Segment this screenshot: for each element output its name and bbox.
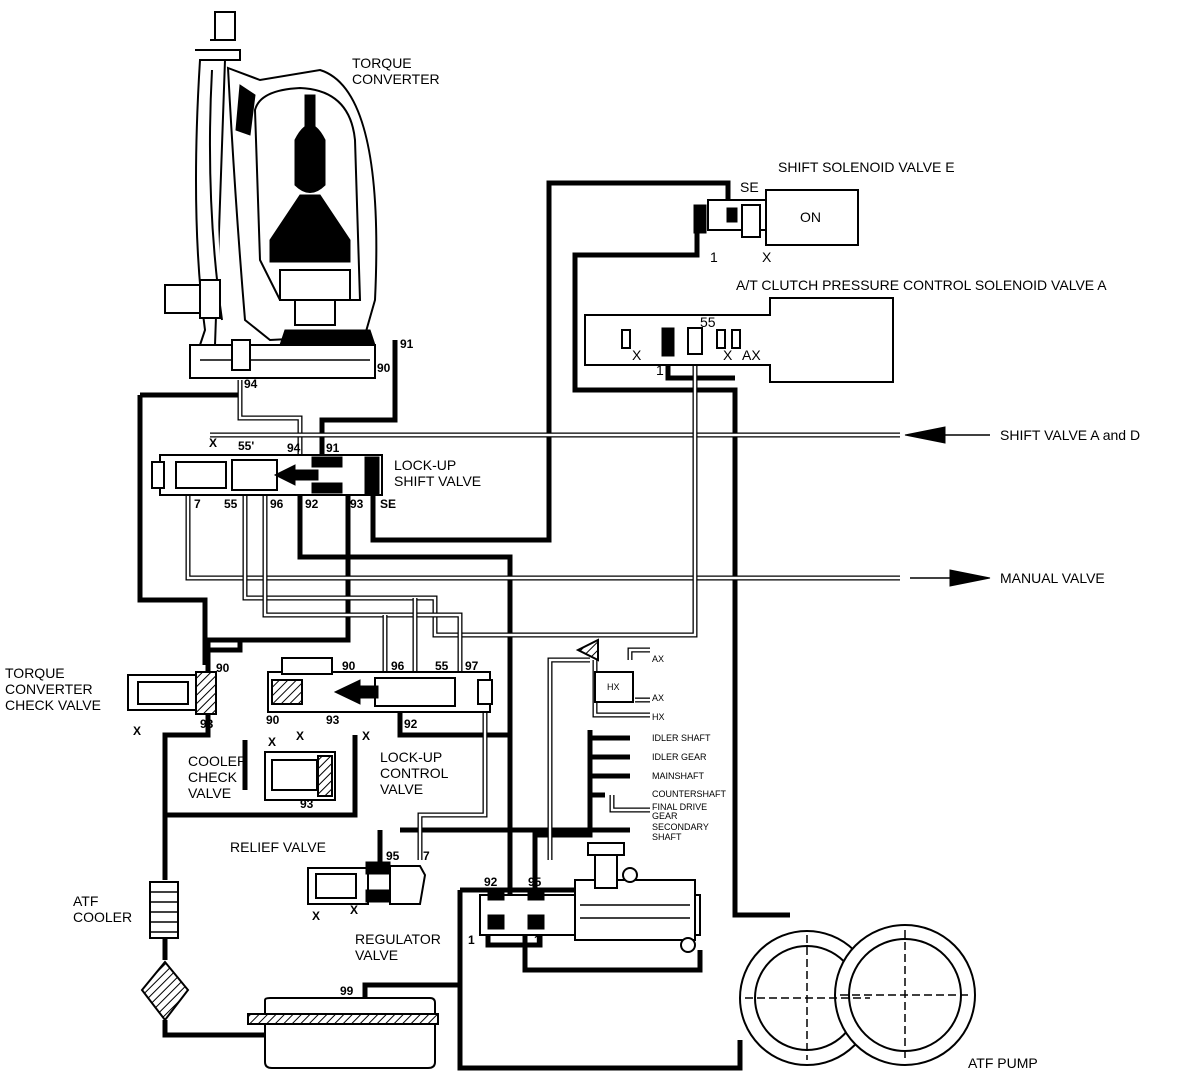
regulator-valve: [479, 842, 701, 953]
lube-idler-gear: IDLER GEAR: [652, 752, 707, 762]
port-91-lus: 91: [326, 441, 340, 455]
port-92-luc: 92: [404, 717, 418, 731]
port-93-lus: 93: [350, 497, 364, 511]
port-x-solenoid-a2: X: [723, 347, 733, 363]
label-tccv-2: CONVERTER: [5, 681, 93, 697]
label-shift-solenoid-e: SHIFT SOLENOID VALVE E: [778, 159, 955, 175]
port-90-luc: 90: [342, 659, 356, 673]
lube-final-drive: FINAL DRIVE: [652, 802, 707, 812]
label-manual-valve: MANUAL VALVE: [1000, 570, 1105, 586]
label-torque: TORQUE: [352, 55, 412, 71]
label-clutch-solenoid-a: A/T CLUTCH PRESSURE CONTROL SOLENOID VAL…: [736, 277, 1107, 293]
lube-hx-1: HX: [607, 682, 620, 692]
port-x-tccv: X: [133, 724, 141, 738]
port-96-luc: 96: [391, 659, 405, 673]
torque-converter-check-valve: [127, 671, 217, 715]
label-converter: CONVERTER: [352, 71, 440, 87]
lubrication-tree: [575, 638, 634, 703]
relief-valve: [307, 861, 427, 905]
lube-secondary-shaft: SHAFT: [652, 832, 682, 842]
label-atf-pump: ATF PUMP: [968, 1055, 1038, 1071]
port-1-solenoid: 1: [710, 249, 718, 265]
clutch-pressure-solenoid-a: [584, 297, 894, 383]
port-55p: 55': [238, 439, 254, 453]
lube-hx-2: HX: [652, 712, 665, 722]
port-x-ccv: X: [268, 735, 276, 749]
torque-converter-label: TORQUE CONVERTER: [352, 55, 440, 87]
lockup-shift-valve: [151, 454, 383, 496]
atf-filter: [140, 960, 190, 1022]
label-lockup: LOCK-UP: [394, 457, 456, 473]
port-90-tc: 90: [377, 361, 391, 375]
port-96-lus: 96: [270, 497, 284, 511]
port-94-lus: 94: [287, 441, 301, 455]
port-se-solenoid: SE: [740, 179, 759, 195]
pressure-lines: [137, 180, 790, 1071]
lube-countershaft: COUNTERSHAFT: [652, 789, 727, 799]
label-ccv-3: VALVE: [188, 785, 231, 801]
port-55-luc: 55: [435, 659, 449, 673]
port-x-lus: X: [209, 436, 217, 450]
port-91-tc: 91: [400, 337, 414, 351]
label-solenoid-on: ON: [800, 209, 821, 225]
label-ccv-1: COOLER: [188, 753, 247, 769]
port-se-lus: SE: [380, 497, 396, 511]
lube-ax-2: AX: [652, 693, 664, 703]
label-regulator: REGULATOR: [355, 931, 441, 947]
port-93-tccv: 93: [200, 717, 214, 731]
atf-cooler: [149, 881, 179, 939]
port-x-solenoid: X: [762, 249, 772, 265]
port-7-lus: 7: [194, 497, 201, 511]
port-93-luc: 93: [326, 713, 340, 727]
label-relief-valve: RELIEF VALVE: [230, 839, 326, 855]
lube-mainshaft: MAINSHAFT: [652, 771, 705, 781]
lube-idler-shaft: IDLER SHAFT: [652, 733, 711, 743]
port-x-solenoid-a1: X: [632, 347, 642, 363]
port-92-reg: 92: [484, 875, 498, 889]
port-1-reg-a: 1: [468, 933, 475, 947]
label-luc-3: VALVE: [380, 781, 423, 797]
port-90-tccv: 90: [216, 661, 230, 675]
label-regulator-valve: VALVE: [355, 947, 398, 963]
label-tccv-1: TORQUE: [5, 665, 65, 681]
port-ax-solenoid: AX: [742, 347, 761, 363]
port-55-lus: 55: [224, 497, 238, 511]
port-92-lus: 92: [305, 497, 319, 511]
port-x-relief2: X: [350, 903, 358, 917]
label-tccv-3: CHECK VALVE: [5, 697, 101, 713]
port-90-luc-b: 90: [266, 713, 280, 727]
port-95-reg: 95: [528, 875, 542, 889]
cooler-check-valve: [264, 751, 336, 801]
label-cooler: COOLER: [73, 909, 132, 925]
port-95-relief: 95: [386, 849, 400, 863]
port-99: 99: [340, 984, 354, 998]
atf-pump: [739, 924, 976, 1066]
port-x-relief1: X: [312, 909, 320, 923]
flow-arrows: [904, 426, 991, 587]
label-luc-2: CONTROL: [380, 765, 449, 781]
label-shift-valve: SHIFT VALVE: [394, 473, 481, 489]
atf-reservoir: [247, 997, 439, 1069]
port-x-luc2: X: [362, 729, 370, 743]
lube-secondary: SECONDARY: [652, 822, 709, 832]
port-93-ccv: 93: [300, 797, 314, 811]
port-1-solenoid-a: 1: [656, 362, 664, 378]
label-shift-valve-a-d: SHIFT VALVE A and D: [1000, 427, 1140, 443]
shift-solenoid-valve-e: [693, 189, 859, 246]
torque-converter: [164, 11, 378, 379]
port-1-reg-b: 1: [534, 933, 541, 947]
lube-ax-1: AX: [652, 654, 664, 664]
port-94-tc: 94: [244, 377, 258, 391]
lockup-control-valve: [267, 657, 493, 713]
port-55-solenoid: 55: [700, 314, 716, 330]
label-ccv-2: CHECK: [188, 769, 238, 785]
lube-final-drive-gear: GEAR: [652, 811, 678, 821]
label-atf: ATF: [73, 893, 98, 909]
port-97-luc: 97: [465, 659, 479, 673]
port-x-luc1: X: [296, 729, 304, 743]
port-7-relief: 7: [423, 849, 430, 863]
label-luc-1: LOCK-UP: [380, 749, 442, 765]
